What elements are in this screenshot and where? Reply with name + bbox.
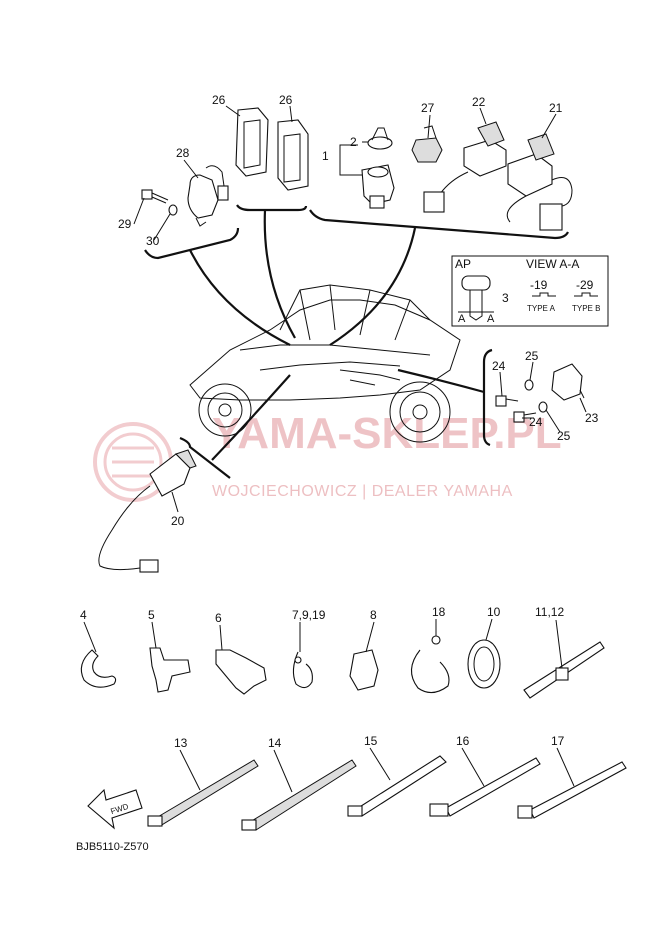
diagram-code: BJB5110-Z570 [76, 841, 149, 853]
front-wheel [198, 383, 252, 437]
callout-17: 17 [551, 734, 565, 748]
inset-col2: -29 [576, 278, 594, 292]
callout-15: 15 [364, 734, 378, 748]
callout-22: 22 [472, 95, 486, 109]
part-4-clip[interactable] [80, 649, 117, 688]
callout-26-right: 26 [279, 93, 293, 107]
callout-29: 29 [118, 217, 132, 231]
callout-8: 8 [370, 608, 377, 622]
watermark-main: YAMA-SKLEP.PL [212, 409, 562, 458]
key-icon [458, 275, 494, 321]
callout-21: 21 [549, 101, 563, 115]
callout-24-upper: 24 [492, 359, 506, 373]
part-24-bolt-lower[interactable] [513, 411, 537, 423]
callout-16: 16 [456, 734, 470, 748]
callout-10: 10 [487, 605, 501, 619]
callout-5: 5 [148, 608, 155, 622]
callout-labels: 26 26 27 22 21 28 2 1 29 30 24 25 23 25 … [80, 93, 599, 750]
inset-type-a: TYPE A [527, 304, 556, 313]
part-20-sensor[interactable] [98, 449, 197, 573]
part-5-holder[interactable] [149, 647, 191, 693]
callout-20: 20 [171, 514, 185, 528]
part-8-clip[interactable] [349, 649, 379, 691]
callout-4: 4 [80, 608, 87, 622]
type-b-profile [574, 292, 598, 297]
part-7-9-19-clip[interactable] [292, 651, 313, 689]
callout-6: 6 [215, 611, 222, 625]
part-14-tie[interactable] [241, 759, 357, 831]
callout-3: 3 [502, 291, 509, 305]
part-15-tie[interactable] [347, 755, 447, 817]
part-13-tie[interactable] [147, 759, 259, 827]
inset-key-view: AP VIEW A-A A A 3 -19 -29 TYPE A TYPE B [451, 255, 609, 327]
callout-7-9-19: 7,9,19 [292, 608, 326, 622]
part-27-knob[interactable] [411, 125, 443, 163]
part-30-washer[interactable] [168, 204, 178, 216]
callout-25-upper: 25 [525, 349, 539, 363]
section-mark-a-right: A [487, 313, 495, 325]
fwd-arrow-icon: FWD [87, 788, 143, 830]
part-18-band[interactable] [410, 635, 450, 694]
part-22-switch[interactable] [423, 121, 507, 213]
part-1-main-switch[interactable] [361, 164, 395, 209]
part-23-sensor[interactable] [551, 363, 585, 401]
inset-col1: -19 [530, 278, 548, 292]
part-29-bolt[interactable] [141, 189, 169, 204]
part-21-switch[interactable] [506, 133, 573, 231]
callout-27: 27 [421, 101, 435, 115]
part-17-tie[interactable] [517, 761, 627, 819]
callout-11-12: 11,12 [535, 605, 564, 619]
callout-13: 13 [174, 736, 188, 750]
callout-24-lower: 24 [529, 415, 543, 429]
vehicle-illustration [189, 284, 461, 443]
watermark: YAMA-SKLEP.PL WOJCIECHOWICZ | DEALER YAM… [93, 409, 562, 502]
callout-28: 28 [176, 146, 190, 160]
part-10-band[interactable] [467, 639, 501, 689]
callout-26-left: 26 [212, 93, 226, 107]
callout-23: 23 [585, 411, 599, 425]
callout-25-lower: 25 [557, 429, 571, 443]
part-26-left-pad[interactable] [235, 107, 269, 177]
callout-30: 30 [146, 234, 160, 248]
part-11-12-tie[interactable] [523, 641, 605, 699]
part-24-bolt-upper[interactable] [495, 395, 519, 407]
part-2-cap[interactable] [367, 127, 393, 150]
callout-2: 2 [350, 135, 357, 149]
inset-type-b: TYPE B [572, 304, 600, 313]
inset-view-label: VIEW A-A [526, 257, 579, 271]
leader-lines [144, 141, 569, 479]
part-25-washer-upper[interactable] [524, 379, 534, 391]
section-mark-a-left: A [458, 313, 466, 325]
rear-wheel [389, 381, 451, 443]
callout-14: 14 [268, 736, 282, 750]
part-25-washer-lower[interactable] [538, 401, 548, 413]
inset-ap-label: AP [455, 257, 471, 271]
part-16-tie[interactable] [429, 757, 541, 817]
type-a-profile [532, 292, 556, 297]
callout-18: 18 [432, 605, 446, 619]
watermark-sub: WOJCIECHOWICZ | DEALER YAMAHA [212, 483, 513, 500]
part-6-holder[interactable] [215, 649, 267, 695]
part-26-right-pad[interactable] [277, 119, 309, 191]
callout-pointers [83, 105, 587, 793]
callout-1: 1 [322, 149, 329, 163]
part-28-sensor[interactable] [187, 165, 229, 227]
